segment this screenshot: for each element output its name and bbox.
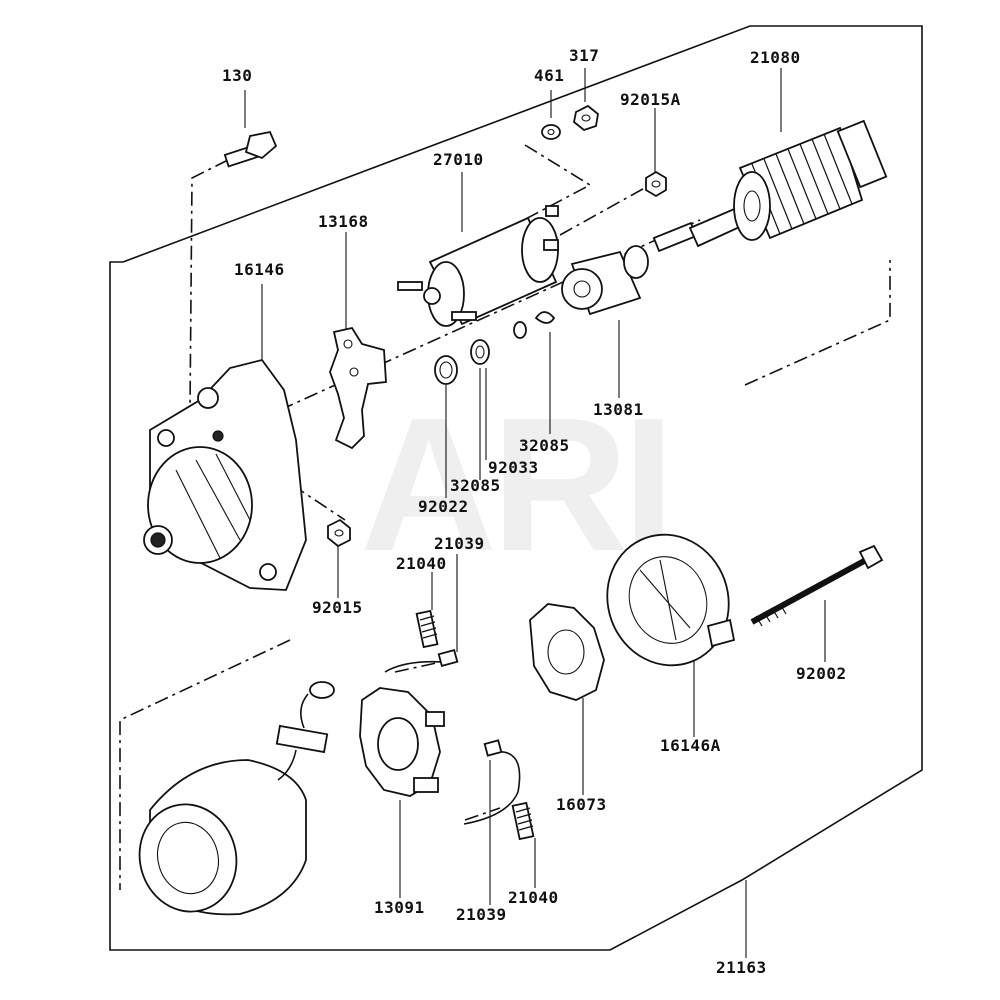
- bolt-130: [223, 130, 278, 168]
- part-label-92033: 92033: [488, 458, 539, 477]
- part-label-21080: 21080: [750, 48, 801, 67]
- shift-lever-13168: [329, 326, 387, 450]
- part-label-21040-bottom: 21040: [508, 888, 559, 907]
- insulator-plate-16073: [529, 603, 605, 701]
- brush-21039-top: [384, 649, 459, 673]
- brush-holder-13091: [359, 687, 445, 797]
- spring-21040-bottom: [511, 801, 535, 841]
- brush-21039-bottom: [463, 739, 521, 825]
- end-frame-16146a: [606, 533, 736, 667]
- through-bolt-92002: [750, 544, 884, 627]
- part-label-32085-left: 32085: [450, 476, 501, 495]
- nut-92015: [327, 518, 351, 548]
- part-label-16146: 16146: [234, 260, 285, 279]
- solenoid-27010: [397, 205, 559, 327]
- yoke-field-coil: [138, 681, 335, 916]
- part-label-21039-top: 21039: [434, 534, 485, 553]
- drive-clutch-13081: [561, 245, 649, 316]
- part-label-92015a: 92015A: [620, 90, 681, 109]
- assembly-frame: [109, 25, 923, 951]
- part-label-21039-bottom: 21039: [456, 905, 507, 924]
- part-label-16146a: 16146A: [660, 736, 721, 755]
- part-label-130: 130: [222, 66, 253, 85]
- part-label-21040-top: 21040: [396, 554, 447, 573]
- part-label-27010: 27010: [433, 150, 484, 169]
- ring-32085-right: [534, 311, 556, 324]
- ring-92033: [513, 321, 527, 339]
- part-label-461: 461: [534, 66, 565, 85]
- part-label-13091: 13091: [374, 898, 425, 917]
- part-label-317: 317: [569, 46, 600, 65]
- part-label-21163: 21163: [716, 958, 767, 977]
- ring-92022: [434, 355, 458, 385]
- part-label-92015: 92015: [312, 598, 363, 617]
- part-label-13168: 13168: [318, 212, 369, 231]
- drive-housing-16146: [143, 358, 307, 591]
- leader-lines: [244, 68, 826, 958]
- watermark: ARI: [360, 379, 675, 591]
- nut-92015a: [645, 170, 667, 198]
- part-label-92002: 92002: [796, 664, 847, 683]
- nut-317: [573, 104, 599, 132]
- washer-461: [541, 124, 561, 140]
- ring-32085-left: [470, 339, 490, 365]
- armature-21080: [652, 119, 888, 253]
- part-label-32085-right: 32085: [519, 436, 570, 455]
- spring-21040-top: [415, 609, 439, 649]
- part-label-92022: 92022: [418, 497, 469, 516]
- part-label-13081: 13081: [593, 400, 644, 419]
- part-label-16073: 16073: [556, 795, 607, 814]
